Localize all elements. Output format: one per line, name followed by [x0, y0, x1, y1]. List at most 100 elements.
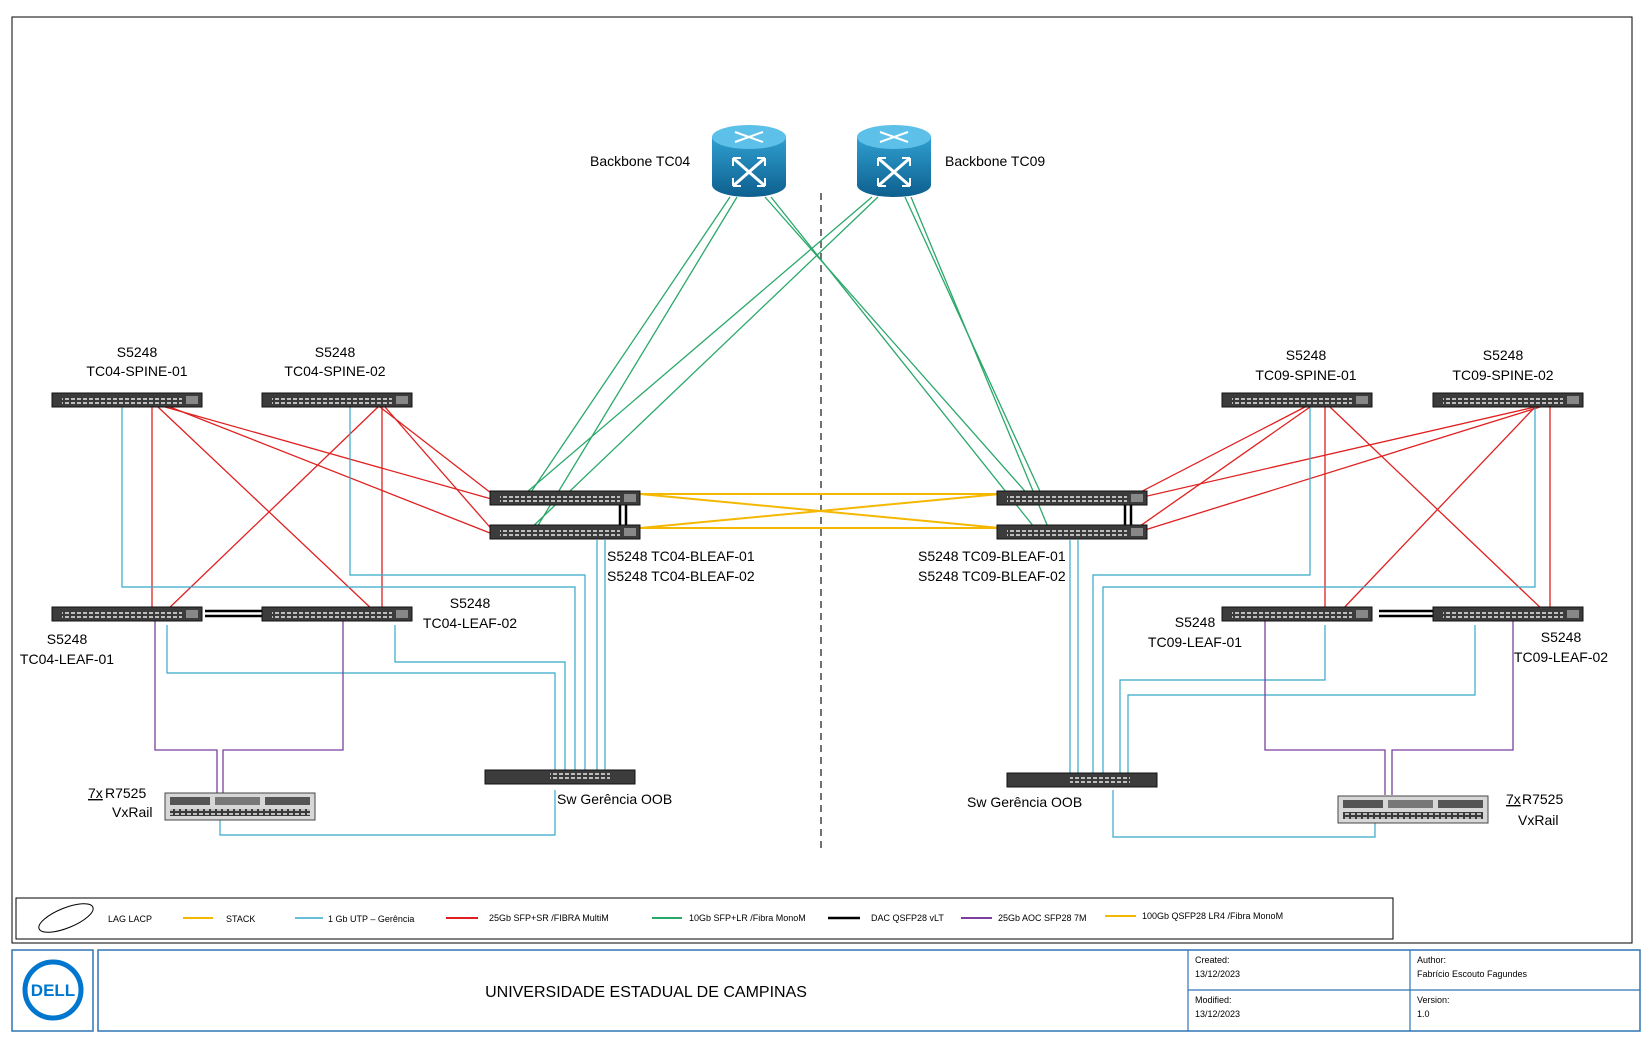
legend-item-lag: LAG LACP: [38, 903, 152, 933]
legend-label: 1 Gb UTP – Gerência: [328, 914, 414, 924]
legend-item-25g: 25Gb SFP+SR /FIBRA MultiM: [446, 913, 609, 923]
legend-item-100g: 100Gb QSFP28 LR4 /Fibra MonoM: [1105, 911, 1283, 921]
switch-name: TC04-LEAF-01: [20, 651, 114, 667]
switch-tc09-bleaf-02: [996, 524, 1148, 540]
diagram-frame: [11, 16, 1633, 944]
switch-icon: [996, 490, 1148, 506]
server-model: R7525: [105, 785, 146, 801]
switch-model: S5248: [1175, 614, 1216, 630]
switch-tc04-leaf-01: S5248 TC04-LEAF-01: [20, 606, 203, 667]
oob-label: Sw Gerência OOB: [967, 794, 1082, 810]
switch-tc04-oob: Sw Gerência OOB: [484, 769, 672, 807]
dell-logo-text: DELL: [31, 981, 75, 1000]
links-25g: [151, 406, 1551, 613]
switch-tc04-bleaf-02: [489, 524, 641, 540]
switch-icon: [261, 606, 413, 622]
switch-model: S5248: [450, 595, 491, 611]
lag-icon: [38, 903, 94, 933]
legend: LAG LACP STACK 1 Gb UTP – Gerência 25Gb …: [15, 897, 1394, 940]
switch-ports: [1070, 776, 1130, 784]
server-type: VxRail: [1518, 812, 1558, 828]
switch-tc04-spine-02: S5248 TC04-SPINE-02: [261, 344, 413, 408]
switch-name: TC04-LEAF-02: [423, 615, 517, 631]
legend-item-mgmt: 1 Gb UTP – Gerência: [295, 914, 414, 924]
server-tc09-vxrail: 7x R7525 VxRail: [1337, 791, 1563, 828]
switch-ports: [550, 773, 610, 781]
switch-tc09-oob: Sw Gerência OOB: [967, 772, 1158, 810]
server-count: 7x: [88, 785, 103, 801]
legend-item-stack: STACK: [183, 914, 255, 924]
switch-icon: [996, 524, 1148, 540]
legend-item-dac: DAC QSFP28 vLT: [828, 913, 944, 923]
legend-label: 25Gb SFP+SR /FIBRA MultiM: [489, 913, 609, 923]
switch-model: S5248: [315, 344, 356, 360]
legend-item-aoc: 25Gb AOC SFP28 7M: [961, 913, 1087, 923]
router-label: Backbone TC04: [590, 153, 690, 169]
switch-tc09-spine-02: S5248 TC09-SPINE-02: [1432, 347, 1584, 408]
mgmt-1g-links: [121, 407, 1536, 838]
switch-model: S5248: [1541, 629, 1582, 645]
legend-label: 25Gb AOC SFP28 7M: [998, 913, 1087, 923]
legend-label: LAG LACP: [108, 914, 152, 924]
switch-name: TC04-SPINE-02: [284, 363, 385, 379]
switch-name: TC09-LEAF-01: [1148, 634, 1242, 650]
server-icon: [164, 792, 316, 821]
version-label: Version:: [1417, 995, 1450, 1005]
server-count: 7x: [1506, 791, 1521, 807]
bleaf-label: S5248 TC09-BLEAF-01: [918, 548, 1066, 564]
created-label: Created:: [1195, 955, 1230, 965]
switch-tc09-leaf-01: S5248 TC09-LEAF-01: [1148, 606, 1373, 650]
switch-model: S5248: [1483, 347, 1524, 363]
created-value: 13/12/2023: [1195, 969, 1240, 979]
switch-icon: [1221, 392, 1373, 408]
switch-tc09-spine-01: S5248 TC09-SPINE-01: [1221, 347, 1373, 408]
author-value: Fabrício Escouto Fagundes: [1417, 969, 1528, 979]
switch-tc09-leaf-02: S5248 TC09-LEAF-02: [1432, 606, 1608, 665]
author-label: Author:: [1417, 955, 1446, 965]
router-backbone-tc04: Backbone TC04: [590, 125, 786, 197]
switch-model: S5248: [1286, 347, 1327, 363]
modified-value: 13/12/2023: [1195, 1009, 1240, 1019]
stack-100g-links: [617, 493, 1020, 529]
switch-icon: [51, 392, 203, 408]
server-tc04-vxrail: 7x R7525 VxRail: [88, 785, 316, 821]
switch-model: S5248: [117, 344, 158, 360]
switch-tc04-bleaf-01: [489, 490, 641, 506]
bleaf-label: S5248 TC04-BLEAF-01: [607, 548, 755, 564]
legend-item-10g: 10Gb SFP+LR /Fibra MonoM: [652, 913, 806, 923]
server-icon: [1337, 795, 1489, 824]
switch-icon: [51, 606, 203, 622]
bleaf-label: S5248 TC04-BLEAF-02: [607, 568, 755, 584]
modified-label: Modified:: [1195, 995, 1232, 1005]
router-label: Backbone TC09: [945, 153, 1045, 169]
legend-label: STACK: [226, 914, 255, 924]
switch-name: TC04-SPINE-01: [86, 363, 187, 379]
switch-tc04-leaf-02: S5248 TC04-LEAF-02: [261, 595, 517, 631]
switch-name: TC09-SPINE-01: [1255, 367, 1356, 383]
server-type: VxRail: [112, 804, 152, 820]
dell-logo: DELL: [22, 959, 84, 1021]
switch-icon: [1432, 392, 1584, 408]
legend-label: DAC QSFP28 vLT: [871, 913, 944, 923]
bleaf-label: S5248 TC09-BLEAF-02: [918, 568, 1066, 584]
switch-tc04-spine-01: S5248 TC04-SPINE-01: [51, 344, 203, 408]
legend-label: 100Gb QSFP28 LR4 /Fibra MonoM: [1142, 911, 1283, 921]
switch-icon: [261, 392, 413, 408]
switch-icon: [489, 524, 641, 540]
version-value: 1.0: [1417, 1009, 1430, 1019]
router-icon: [857, 125, 931, 197]
aoc-25g-links: [154, 620, 1514, 795]
server-model: R7525: [1522, 791, 1563, 807]
router-backbone-tc09: Backbone TC09: [857, 125, 1045, 197]
switch-icon: [489, 490, 641, 506]
uplinks-10g: [519, 196, 1051, 533]
router-icon: [712, 125, 786, 197]
legend-label: 10Gb SFP+LR /Fibra MonoM: [689, 913, 806, 923]
switch-tc09-bleaf-01: [996, 490, 1148, 506]
switch-icon: [1432, 606, 1584, 622]
oob-label: Sw Gerência OOB: [557, 791, 672, 807]
switch-name: TC09-LEAF-02: [1514, 649, 1608, 665]
title-block: DELL UNIVERSIDADE ESTADUAL DE CAMPINAS C…: [11, 949, 1641, 1032]
switch-name: TC09-SPINE-02: [1452, 367, 1553, 383]
